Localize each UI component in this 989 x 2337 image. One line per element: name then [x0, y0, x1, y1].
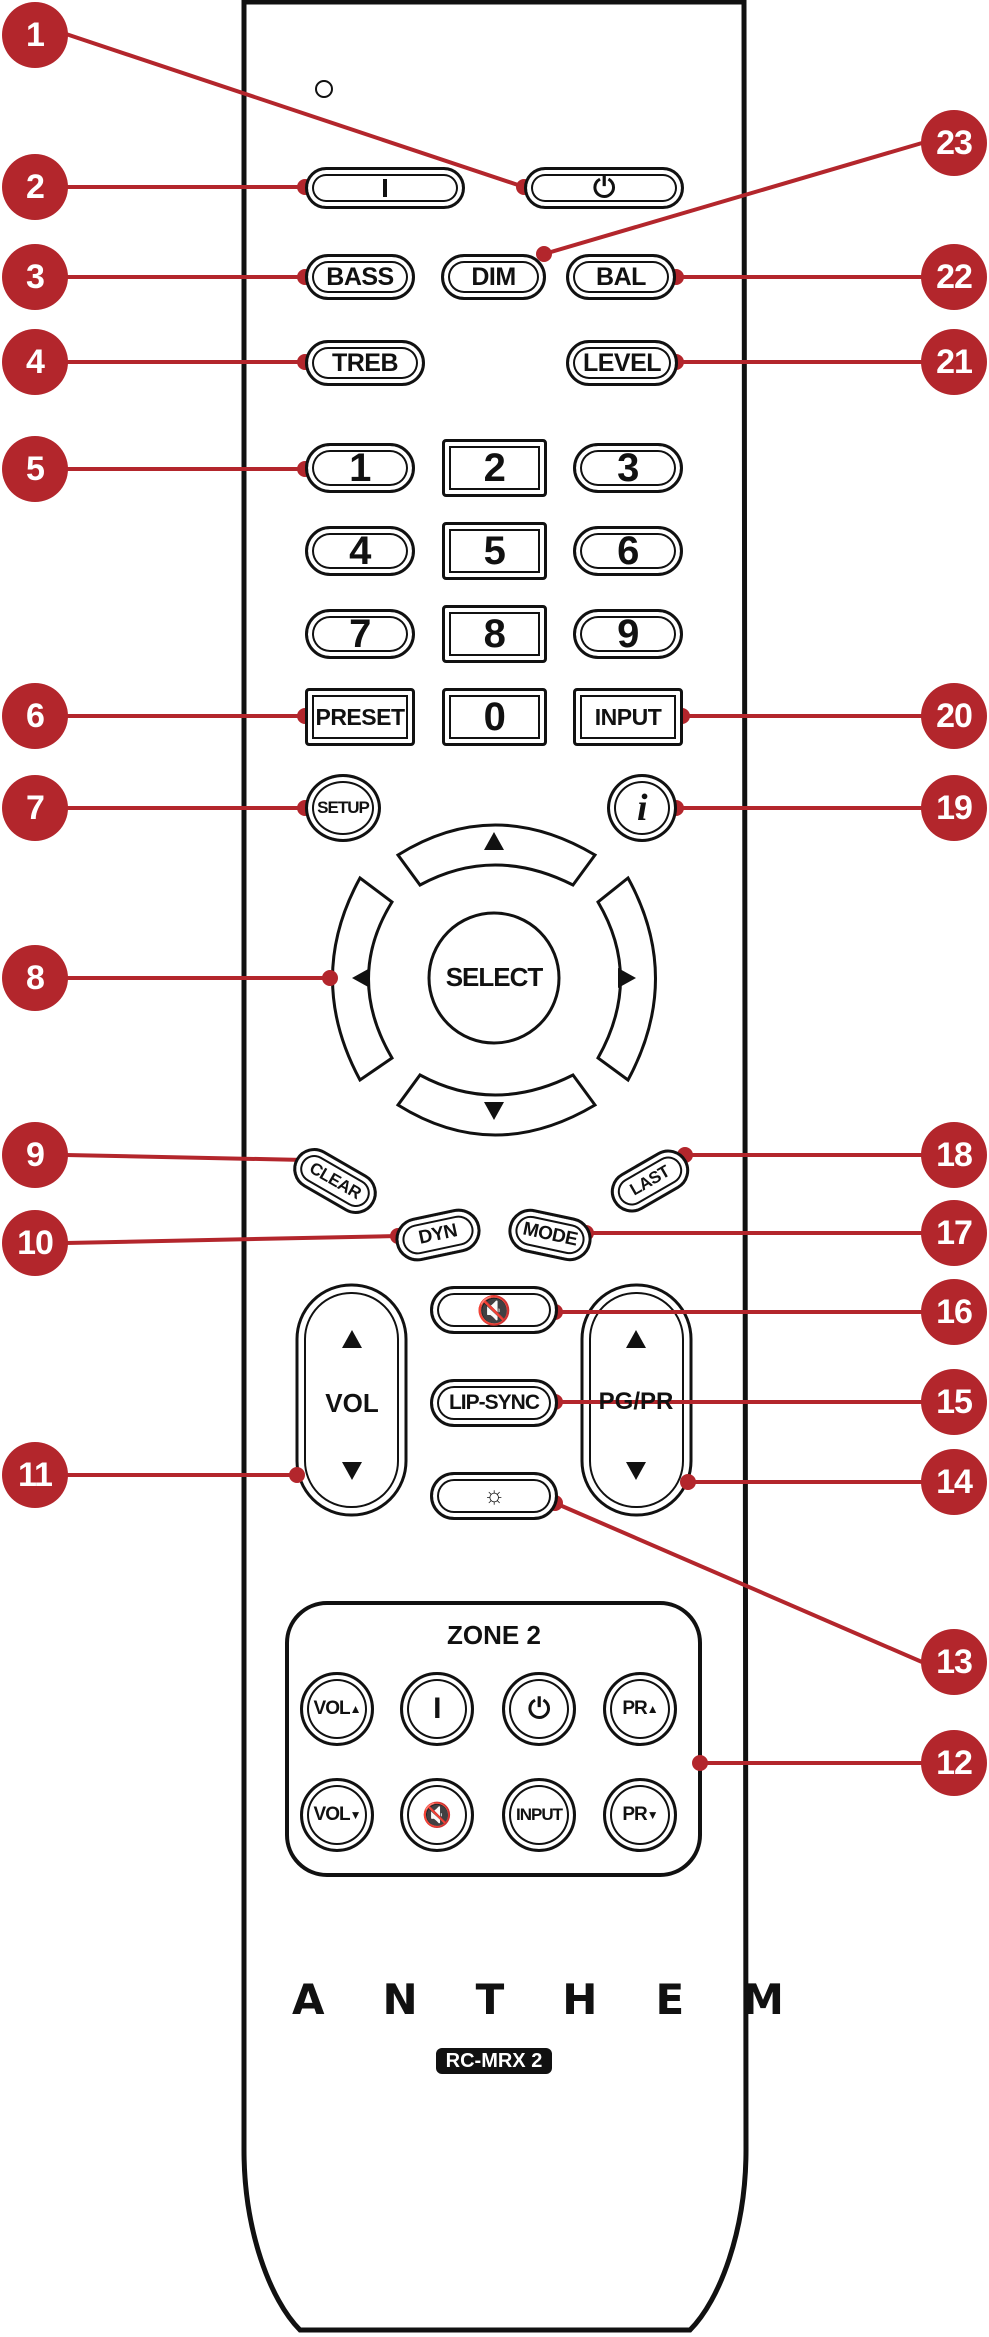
zone2-vol-up-button[interactable]: VOL▲: [300, 1672, 374, 1746]
light-bulb-icon: ☼: [483, 1482, 505, 1509]
callout-19: 19: [921, 775, 987, 841]
nav-ring-inner: [427, 911, 561, 1045]
backlight-button[interactable]: ☼: [430, 1472, 558, 1520]
digit-9-button[interactable]: 9: [573, 609, 683, 659]
bass-button[interactable]: BASS: [305, 254, 415, 300]
input-button[interactable]: INPUT: [573, 688, 683, 746]
down-arrow-icon: ▼: [646, 1808, 659, 1822]
callout-7: 7: [2, 775, 68, 841]
digit-5-button[interactable]: 5: [442, 522, 547, 580]
preset-button[interactable]: PRESET: [305, 688, 415, 746]
vol-up-button[interactable]: [305, 1300, 400, 1380]
callout-9: 9: [2, 1122, 68, 1188]
callout-10: 10: [2, 1210, 68, 1276]
digit-8-button[interactable]: 8: [442, 605, 547, 663]
mute-icon: 🔇: [476, 1294, 512, 1326]
model-badge-wrap: RC-MRX 2: [430, 2048, 558, 2074]
digit-4-button[interactable]: 4: [305, 526, 415, 576]
digit-3-button[interactable]: 3: [573, 443, 683, 493]
up-arrow-icon: ▲: [349, 1702, 362, 1716]
zone2-mute-icon: 🔇: [422, 1801, 452, 1829]
nav-right-arrow: [618, 968, 636, 988]
pg-pr-label: PG/PR: [598, 1388, 674, 1415]
nav-up-button[interactable]: [410, 810, 580, 880]
callout-3: 3: [2, 244, 68, 310]
pr-up-button[interactable]: [590, 1300, 685, 1380]
setup-button[interactable]: SETUP: [305, 774, 381, 842]
pr-down-button[interactable]: [590, 1430, 685, 1510]
zone2-vol-down-button[interactable]: VOL▼: [300, 1778, 374, 1852]
zone2-on-button[interactable]: I: [400, 1672, 474, 1746]
vol-up-arrow: [342, 1330, 362, 1348]
vol-down-button[interactable]: [305, 1430, 400, 1510]
nav-down-button[interactable]: [410, 1078, 580, 1148]
down-arrow-icon: ▼: [349, 1808, 362, 1822]
info-button[interactable]: i: [607, 774, 677, 842]
callout-14: 14: [921, 1449, 987, 1515]
callout-15: 15: [921, 1369, 987, 1435]
zone2-title: ZONE 2: [447, 1620, 541, 1650]
mute-button[interactable]: 🔇: [430, 1286, 558, 1334]
callout-2: 2: [2, 154, 68, 220]
callout-20: 20: [921, 683, 987, 749]
treb-button[interactable]: TREB: [305, 340, 425, 386]
digit-7-button[interactable]: 7: [305, 609, 415, 659]
nav-right-button[interactable]: [600, 900, 665, 1060]
level-button[interactable]: LEVEL: [566, 340, 678, 386]
nav-left-arrow: [352, 968, 370, 988]
zone2-power-button[interactable]: ⏻: [502, 1672, 576, 1746]
vol-rocker: [295, 1283, 408, 1517]
callout-6: 6: [2, 683, 68, 749]
power-button[interactable]: ⏻: [524, 167, 684, 209]
zone2-panel: [285, 1601, 702, 1877]
vol-down-arrow: [342, 1462, 362, 1480]
info-icon: i: [636, 787, 648, 829]
vol-label: VOL: [325, 1388, 379, 1418]
zone2-mute-button[interactable]: 🔇: [400, 1778, 474, 1852]
callout-4: 4: [2, 329, 68, 395]
power-icon: ⏻: [593, 171, 615, 203]
model-badge: RC-MRX 2: [435, 2048, 553, 2074]
pr-down-arrow: [626, 1462, 646, 1480]
nav-up-arrow: [484, 832, 504, 850]
callout-21: 21: [921, 329, 987, 395]
dim-button[interactable]: DIM: [441, 254, 546, 300]
callout-18: 18: [921, 1122, 987, 1188]
nav-left-button[interactable]: [325, 900, 390, 1060]
standby-button[interactable]: [305, 167, 465, 209]
nav-up-segment: [395, 823, 598, 887]
callout-23: 23: [921, 110, 987, 176]
select-button[interactable]: SELECT: [445, 962, 544, 992]
callout-22: 22: [921, 244, 987, 310]
up-arrow-icon: ▲: [646, 1702, 659, 1716]
callout-1: 1: [2, 2, 68, 68]
digit-0-button[interactable]: 0: [442, 688, 547, 746]
lip-sync-button[interactable]: LIP-SYNC: [430, 1379, 558, 1427]
callout-12: 12: [921, 1730, 987, 1796]
digit-6-button[interactable]: 6: [573, 526, 683, 576]
callout-5: 5: [2, 436, 68, 502]
callout-8: 8: [2, 945, 68, 1011]
standby-bar-icon: [383, 179, 387, 197]
callout-13: 13: [921, 1629, 987, 1695]
zone2-power-icon: ⏻: [528, 1692, 550, 1724]
callout-11: 11: [2, 1442, 68, 1508]
zone2-pr-up-button[interactable]: PR▲: [603, 1672, 677, 1746]
zone2-pr-down-button[interactable]: PR▼: [603, 1778, 677, 1852]
pr-up-arrow: [626, 1330, 646, 1348]
zone2-input-button[interactable]: INPUT: [502, 1778, 576, 1852]
digit-1-button[interactable]: 1: [305, 443, 415, 493]
brand-logo: ANTHEM: [292, 1975, 842, 2024]
nav-down-arrow: [484, 1102, 504, 1120]
bal-button[interactable]: BAL: [566, 254, 676, 300]
digit-2-button[interactable]: 2: [442, 439, 547, 497]
callout-16: 16: [921, 1279, 987, 1345]
callout-17: 17: [921, 1200, 987, 1266]
ir-led: [315, 80, 333, 98]
